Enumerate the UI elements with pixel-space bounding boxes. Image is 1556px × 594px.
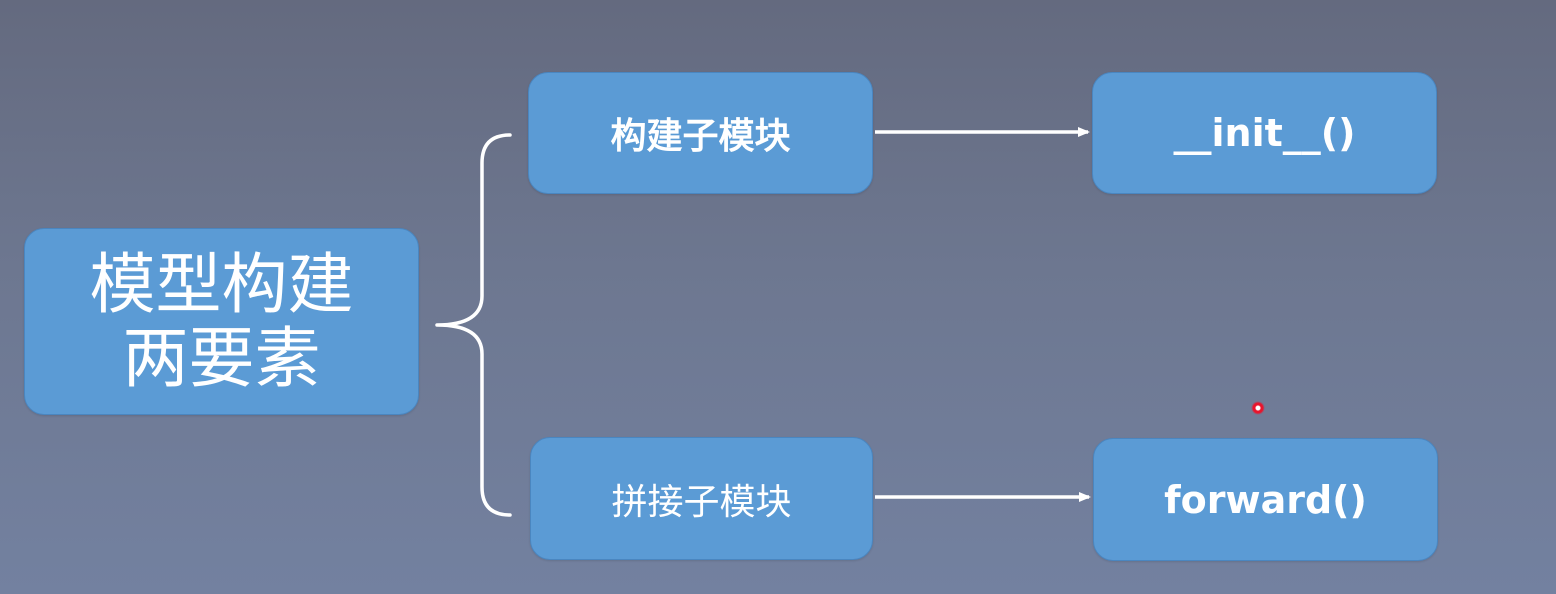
root-node-line2: 两要素 <box>122 319 321 397</box>
curly-brace <box>435 133 512 517</box>
forward-method-node: forward() <box>1093 438 1438 561</box>
init-method-node: __init__() <box>1092 72 1437 194</box>
assemble-submodules-node: 拼接子模块 <box>530 437 873 560</box>
build-submodules-node: 构建子模块 <box>528 72 873 194</box>
root-node-line1: 模型构建 <box>89 245 354 323</box>
root-node: 模型构建 两要素 <box>24 228 419 415</box>
laser-pointer-dot-icon <box>1251 401 1265 415</box>
